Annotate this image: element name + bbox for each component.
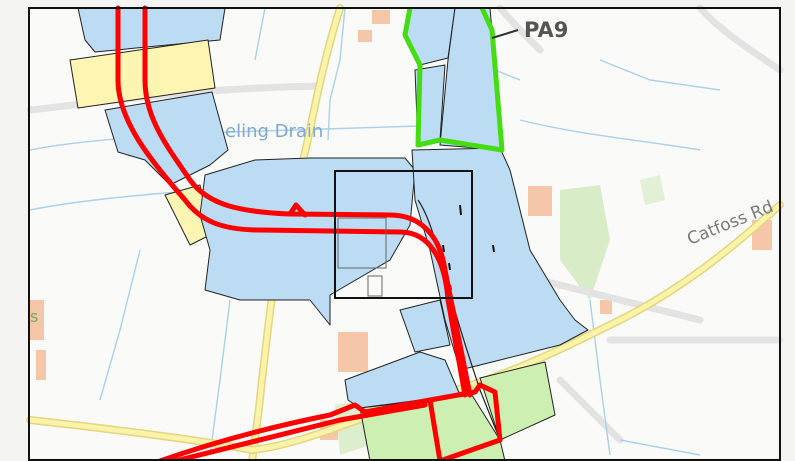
route-line <box>115 5 468 398</box>
water-features <box>29 7 721 456</box>
drain-label: eling Drain <box>225 121 323 142</box>
route-line <box>142 5 473 398</box>
parcel-blue <box>104 91 229 186</box>
parcel-label-pa9: PA9 <box>524 18 568 42</box>
parcel-blue <box>199 157 416 326</box>
route-line <box>172 402 428 461</box>
edge-label: s <box>30 307 38 326</box>
route-line <box>287 202 308 218</box>
route-line <box>427 397 443 461</box>
pa9-leader-line <box>491 29 519 39</box>
route-lines <box>115 5 503 461</box>
route-line <box>157 382 503 461</box>
parcels <box>69 7 589 461</box>
parcel-blue <box>399 299 451 353</box>
inset-structures <box>337 217 387 297</box>
boundary-pa9 <box>402 6 505 153</box>
map-frame-border <box>28 7 781 461</box>
inset-box <box>334 170 473 299</box>
minor-roads <box>26 4 784 444</box>
